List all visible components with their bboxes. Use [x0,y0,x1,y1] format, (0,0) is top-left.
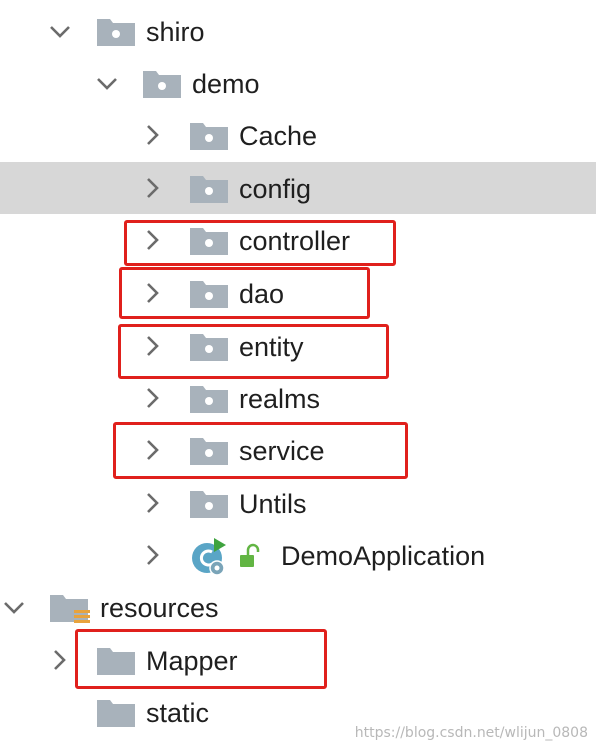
chevron-right-icon[interactable] [140,228,164,252]
package-folder-icon [190,488,228,518]
tree-label-service: service [239,436,325,466]
chevron-right-icon[interactable] [140,491,164,515]
folder-icon [97,697,135,727]
tree-label-demo: demo [192,69,260,99]
chevron-right-icon[interactable] [140,123,164,147]
spring-boot-class-icon [189,535,233,579]
watermark-text: https://blog.csdn.net/wlijun_0808 [354,725,588,741]
tree-row-demo[interactable]: demo [0,57,596,109]
highlight-box-mapper [75,629,327,689]
chevron-down-icon[interactable] [48,19,72,43]
chevron-down-icon[interactable] [2,595,26,619]
chevron-right-icon[interactable] [140,438,164,462]
package-folder-icon [190,383,228,413]
tree-row-service[interactable]: service [0,424,596,476]
tree-label-resources: resources [100,593,219,623]
highlight-box-entity [118,324,389,379]
package-folder-icon [190,225,228,255]
chevron-down-icon[interactable] [95,71,119,95]
tree-label-entity: entity [239,332,304,362]
tree-label-controller: controller [239,226,351,256]
package-folder-icon [190,173,228,203]
highlight-box-controller [124,220,396,266]
chevron-right-icon[interactable] [140,334,164,358]
tree-label-untils: Untils [239,489,307,519]
highlight-box-service [113,422,408,479]
chevron-right-icon[interactable] [140,281,164,305]
tree-row-untils[interactable]: Untils [0,477,596,529]
tree-row-controller[interactable]: controller [0,214,596,266]
tree-label-shiro: shiro [146,17,205,47]
tree-label-realms: realms [239,384,321,414]
tree-row-static[interactable]: static [0,686,596,738]
tree-row-mapper[interactable]: Mapper [0,634,596,686]
tree-row-cache[interactable]: Cache [0,109,596,161]
chevron-right-icon[interactable] [140,543,164,567]
resources-folder-icon [50,592,92,626]
chevron-right-icon[interactable] [140,176,164,200]
package-folder-icon [143,68,181,98]
tree-label-demo-application: DemoApplication [281,541,486,571]
tree-label-mapper: Mapper [146,646,238,676]
package-folder-icon [97,16,135,46]
tree-label-dao: dao [239,279,285,309]
tree-label-config: config [239,174,312,204]
package-folder-icon [190,120,228,150]
tree-label-cache: Cache [239,121,318,151]
tree-row-shiro[interactable]: shiro [0,5,596,57]
tree-row-demo-application[interactable]: DemoApplication [0,529,596,581]
highlight-box-dao [119,267,370,319]
tree-row-entity[interactable]: entity [0,320,596,372]
tree-label-static: static [146,698,210,728]
folder-icon [97,645,135,675]
package-folder-icon [190,331,228,361]
tree-row-config[interactable]: config [0,162,596,214]
chevron-right-icon[interactable] [47,648,71,672]
tree-row-dao[interactable]: dao [0,267,596,319]
package-folder-icon [190,278,228,308]
tree-row-resources[interactable]: resources [0,581,596,633]
chevron-right-icon[interactable] [140,386,164,410]
unlocked-lock-icon [236,543,262,571]
package-folder-icon [190,435,228,465]
tree-row-realms[interactable]: realms [0,372,596,424]
